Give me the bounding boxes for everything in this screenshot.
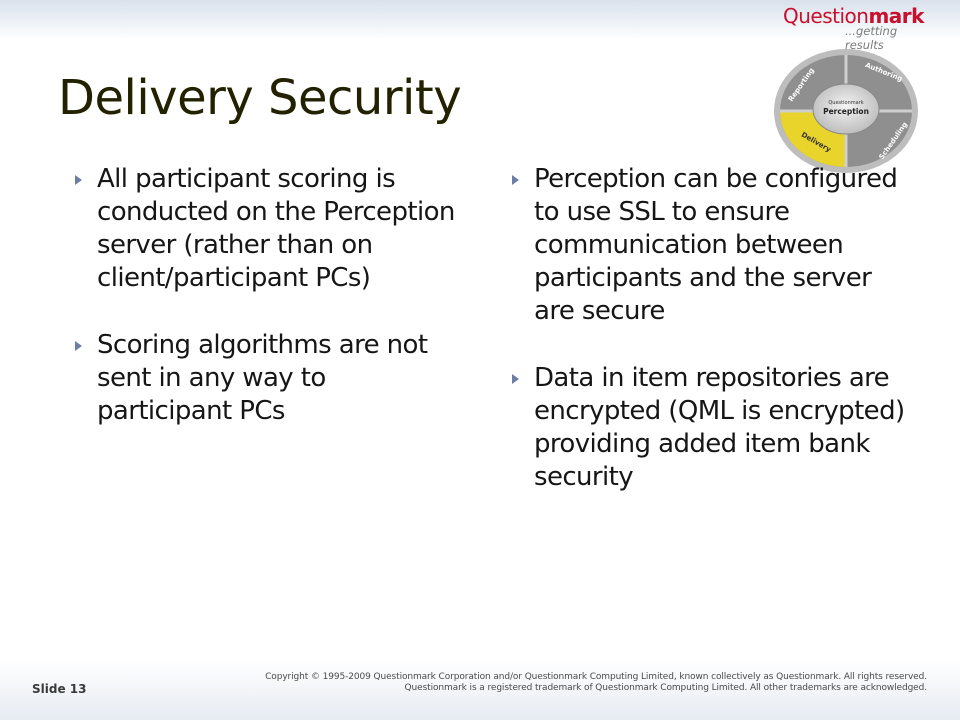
copyright-notice: Copyright © 1995-2009 Questionmark Corpo… — [147, 672, 927, 694]
bullet-item: Scoring algorithms are not sent in any w… — [75, 329, 455, 428]
slide-number: Slide 13 — [32, 682, 87, 696]
perception-cycle-graphic: Questionmark Perception Authoring Schedu… — [774, 49, 918, 173]
bullet-text: Perception can be configured to use SSL … — [534, 164, 898, 326]
bullet-item: All participant scoring is conducted on … — [75, 163, 455, 295]
trademark-line: Questionmark is a registered trademark o… — [404, 683, 928, 693]
cycle-hub-small-label: Questionmark — [828, 100, 863, 106]
slide-title: Delivery Security — [58, 70, 462, 126]
logo-word-bold: mark — [868, 4, 924, 28]
logo-word-regular: Question — [783, 4, 869, 28]
bullet-arrow-icon — [75, 175, 82, 185]
right-bullet-column: Perception can be configured to use SSL … — [512, 163, 912, 528]
bullet-text: Scoring algorithms are not sent in any w… — [97, 330, 428, 426]
questionmark-logo: Questionmark ...getting results — [783, 4, 933, 52]
bullet-item: Data in item repositories are encrypted … — [512, 362, 912, 494]
bullet-item: Perception can be configured to use SSL … — [512, 163, 912, 328]
bullet-text: All participant scoring is conducted on … — [97, 164, 455, 293]
cycle-hub-main-label: Perception — [823, 107, 869, 116]
left-bullet-column: All participant scoring is conducted on … — [75, 163, 455, 462]
bullet-text: Data in item repositories are encrypted … — [534, 363, 905, 492]
bullet-arrow-icon — [512, 175, 519, 185]
bullet-arrow-icon — [512, 374, 519, 384]
logo-tagline: ...getting results — [845, 24, 898, 52]
copyright-line: Copyright © 1995-2009 Questionmark Corpo… — [265, 672, 927, 682]
bullet-arrow-icon — [75, 341, 82, 351]
logo-wordmark: Questionmark — [783, 4, 924, 28]
cycle-hub — [812, 83, 880, 135]
